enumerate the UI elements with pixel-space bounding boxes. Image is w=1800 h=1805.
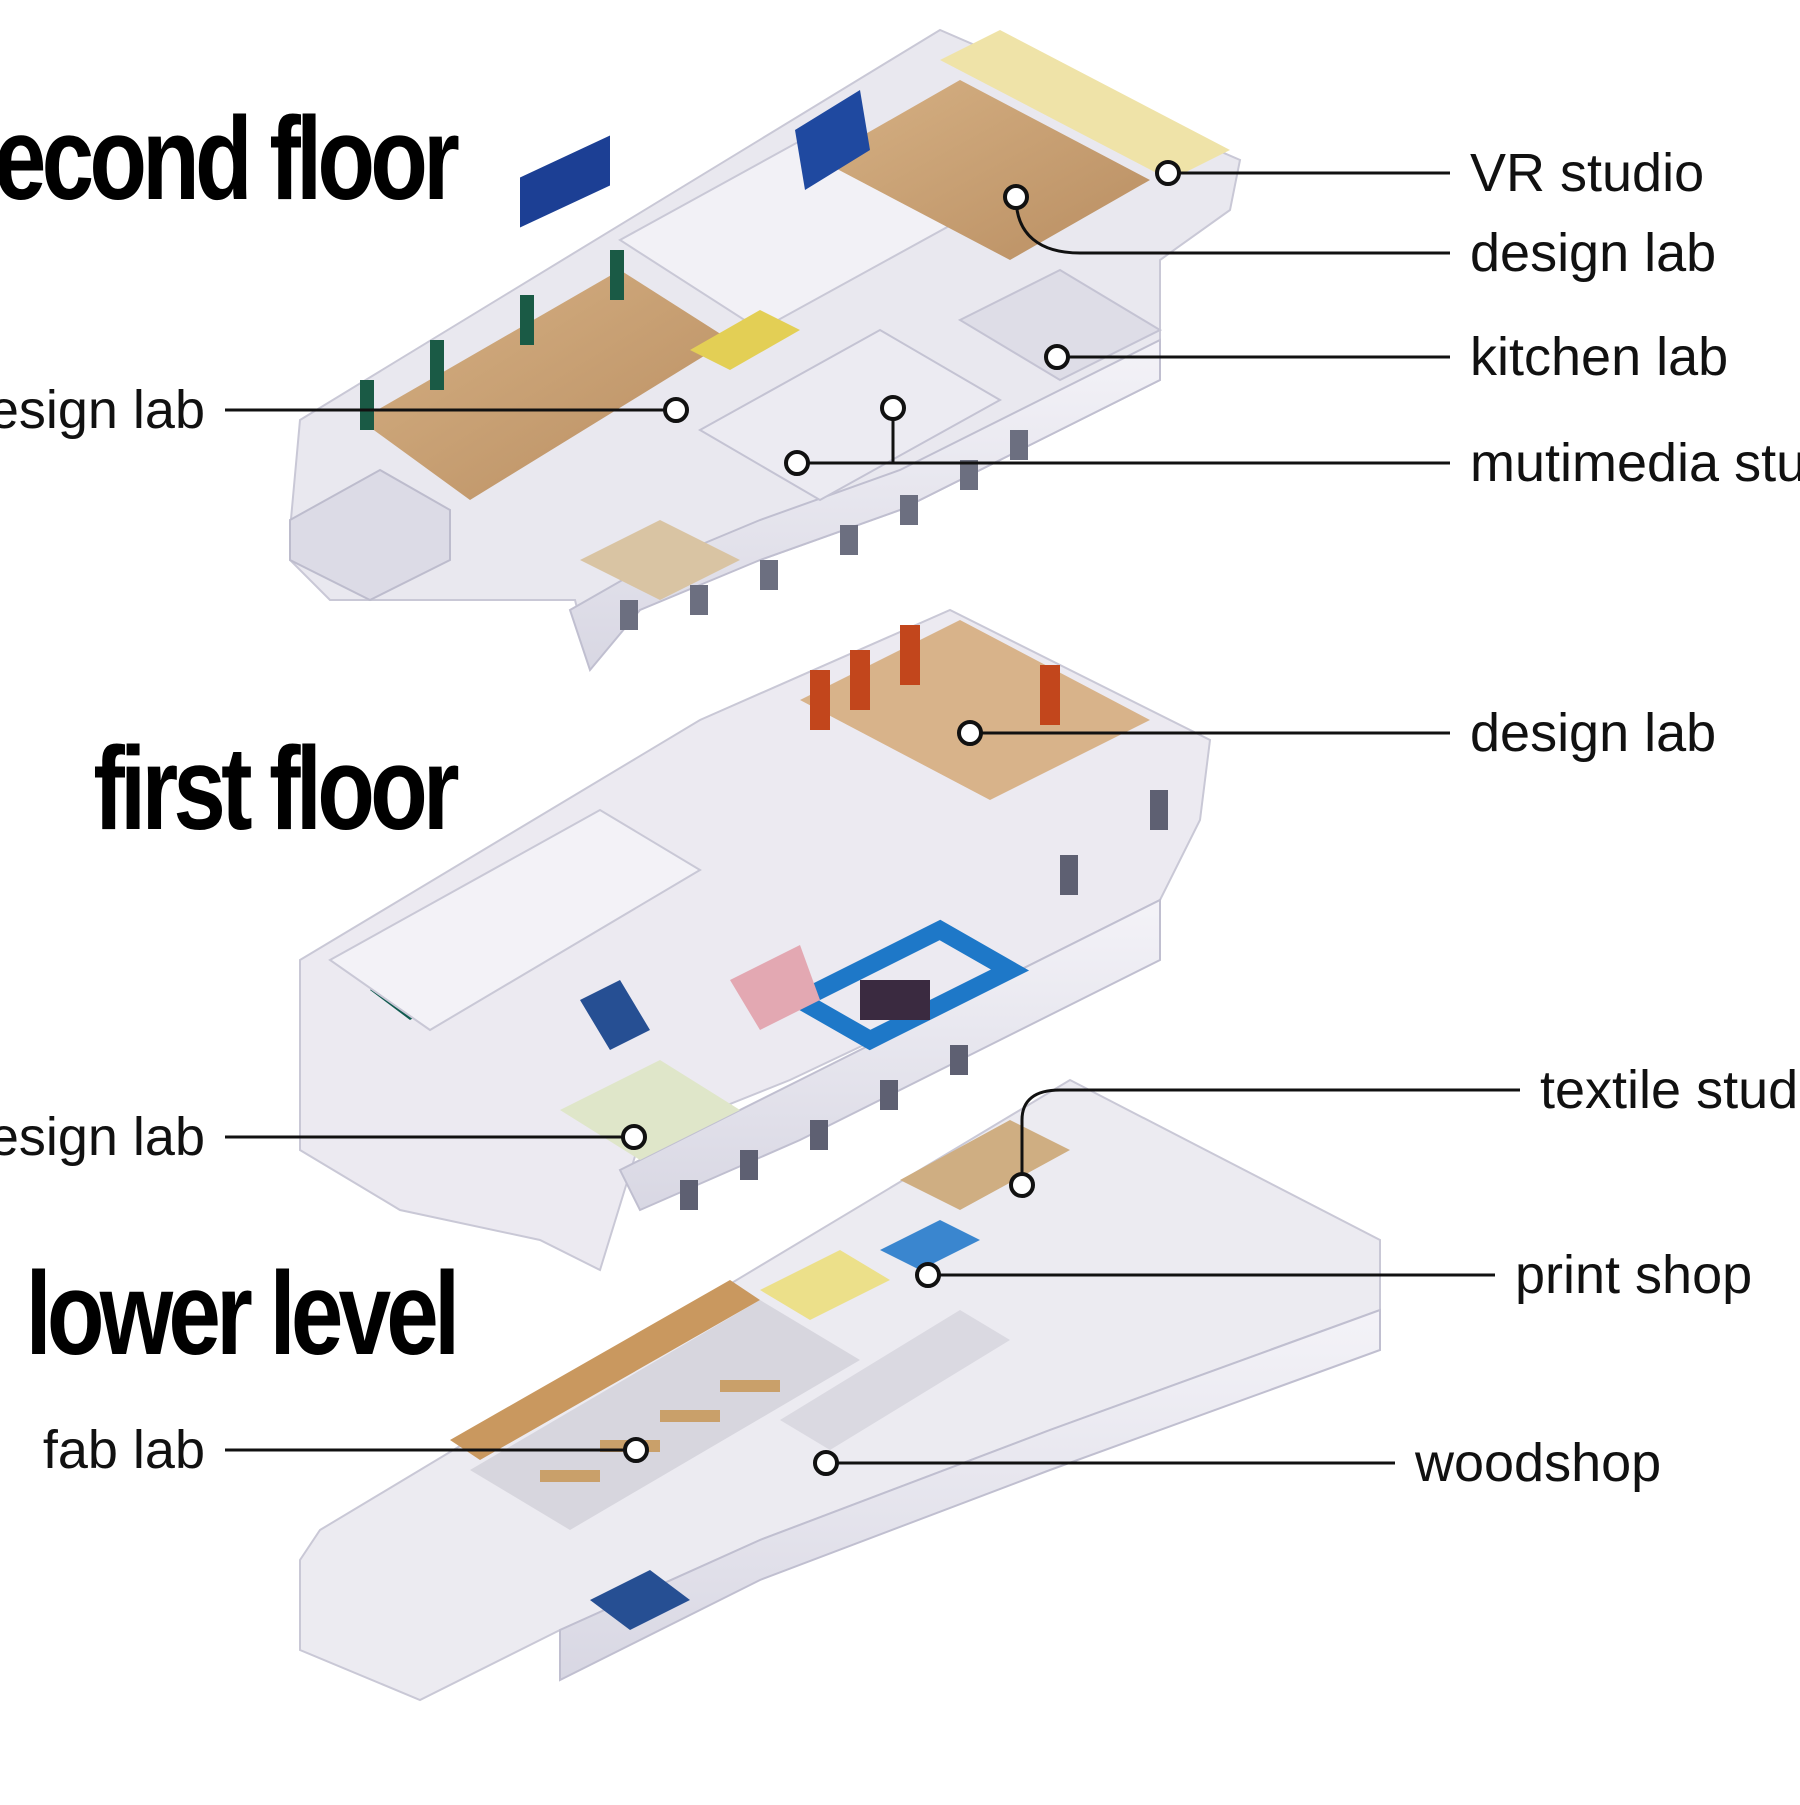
teal-panels [360,250,624,430]
dot-fab-lab [623,1437,649,1463]
dot-first-design-lab-west [621,1124,647,1150]
first-floor-title: first floor [93,723,460,855]
second-kitchen-room [957,268,1163,382]
second-floor-title: second floor [0,93,460,225]
navy-sofa [520,135,610,228]
lower-textile-studio-room [900,1120,1070,1210]
first-design-lab-west-room [560,1060,740,1160]
dot-textile-studio [1009,1172,1035,1198]
lower-level-title: lower level [25,1248,460,1380]
label-textile-studio: textile studio [1540,1060,1800,1120]
dot-woodshop [813,1450,839,1476]
first-media-screen [860,980,930,1020]
second-lounge [580,520,740,600]
first-stair [580,980,650,1050]
first-floor-model [299,608,1212,1272]
label-multimedia-studio: mutimedia studio [1470,433,1800,493]
label-kitchen-lab: kitchen lab [1470,327,1729,387]
label-first-design-lab-west: design lab [0,1107,205,1167]
second-yellow-room [690,310,800,370]
lower-yellow-room [760,1250,890,1320]
second-windows [620,430,1028,630]
first-pink-mural [730,945,820,1030]
second-design-lab-west-room [360,270,730,500]
label-first-design-lab-east: design lab [1470,703,1717,763]
label-print-shop: print shop [1515,1245,1753,1305]
dot-kitchen-lab [1044,344,1070,370]
second-design-lab-east-room [820,80,1150,260]
label-second-design-lab-west: design lab [0,380,205,440]
lower-level-front-wall [559,1308,1381,1682]
lower-wood-wall [450,1280,760,1460]
dot-multimedia-a [880,395,906,421]
second-floor-west-block [289,468,451,602]
orange-wall-panels [810,625,1060,730]
dot-vr-studio [1155,160,1181,186]
lower-print-shop-room [880,1220,980,1270]
first-blue-installation [780,919,1030,1051]
dot-multimedia-b [784,450,810,476]
callout-lines [225,171,1520,1465]
dot-second-design-lab-east [1003,184,1029,210]
dot-first-design-lab-east [957,720,983,746]
lower-woodshop-room [780,1310,1010,1450]
first-west-rooms [328,808,702,1032]
second-floor-model [289,28,1242,673]
second-vr-studio-room [940,30,1230,180]
fab-lab-worktables [540,1380,780,1482]
callout-dots [621,160,1181,1476]
first-design-lab-east-room [800,620,1150,800]
label-fab-lab: fab lab [42,1420,205,1480]
second-multimedia-rooms [697,328,1003,502]
lower-level-model [299,1078,1381,1702]
dot-print-shop [915,1262,941,1288]
second-navy-wall [795,90,870,190]
dot-second-design-lab-west [663,397,689,423]
first-windows [680,790,1168,1210]
label-vr-studio: VR studio [1470,143,1705,203]
label-second-design-lab-east: design lab [1470,223,1717,283]
second-floor-front-wall [568,338,1161,673]
lower-stair [590,1570,690,1630]
label-woodshop: woodshop [1415,1433,1662,1493]
